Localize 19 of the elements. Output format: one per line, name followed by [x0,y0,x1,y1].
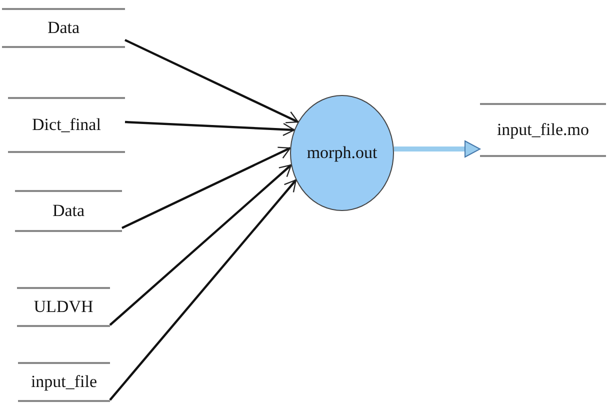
data-store [17,287,110,327]
data-store [8,97,125,153]
arrow [109,164,292,326]
store-label: Data [47,17,80,40]
store-label: Data [52,200,85,222]
thick-arrow [394,140,482,158]
store-label: input_file.mo [496,119,590,142]
data-store [480,103,606,157]
store-label: Dict_final [32,114,101,136]
arrow [124,120,295,136]
data-store [2,8,125,48]
arrow [109,179,297,401]
data-store [18,362,110,402]
data-store [15,190,122,232]
arrow [122,146,291,229]
store-label: input_file [30,371,98,394]
arrow [124,39,299,124]
process-label: morph.out [306,142,378,164]
store-label: ULDVH [34,296,94,318]
